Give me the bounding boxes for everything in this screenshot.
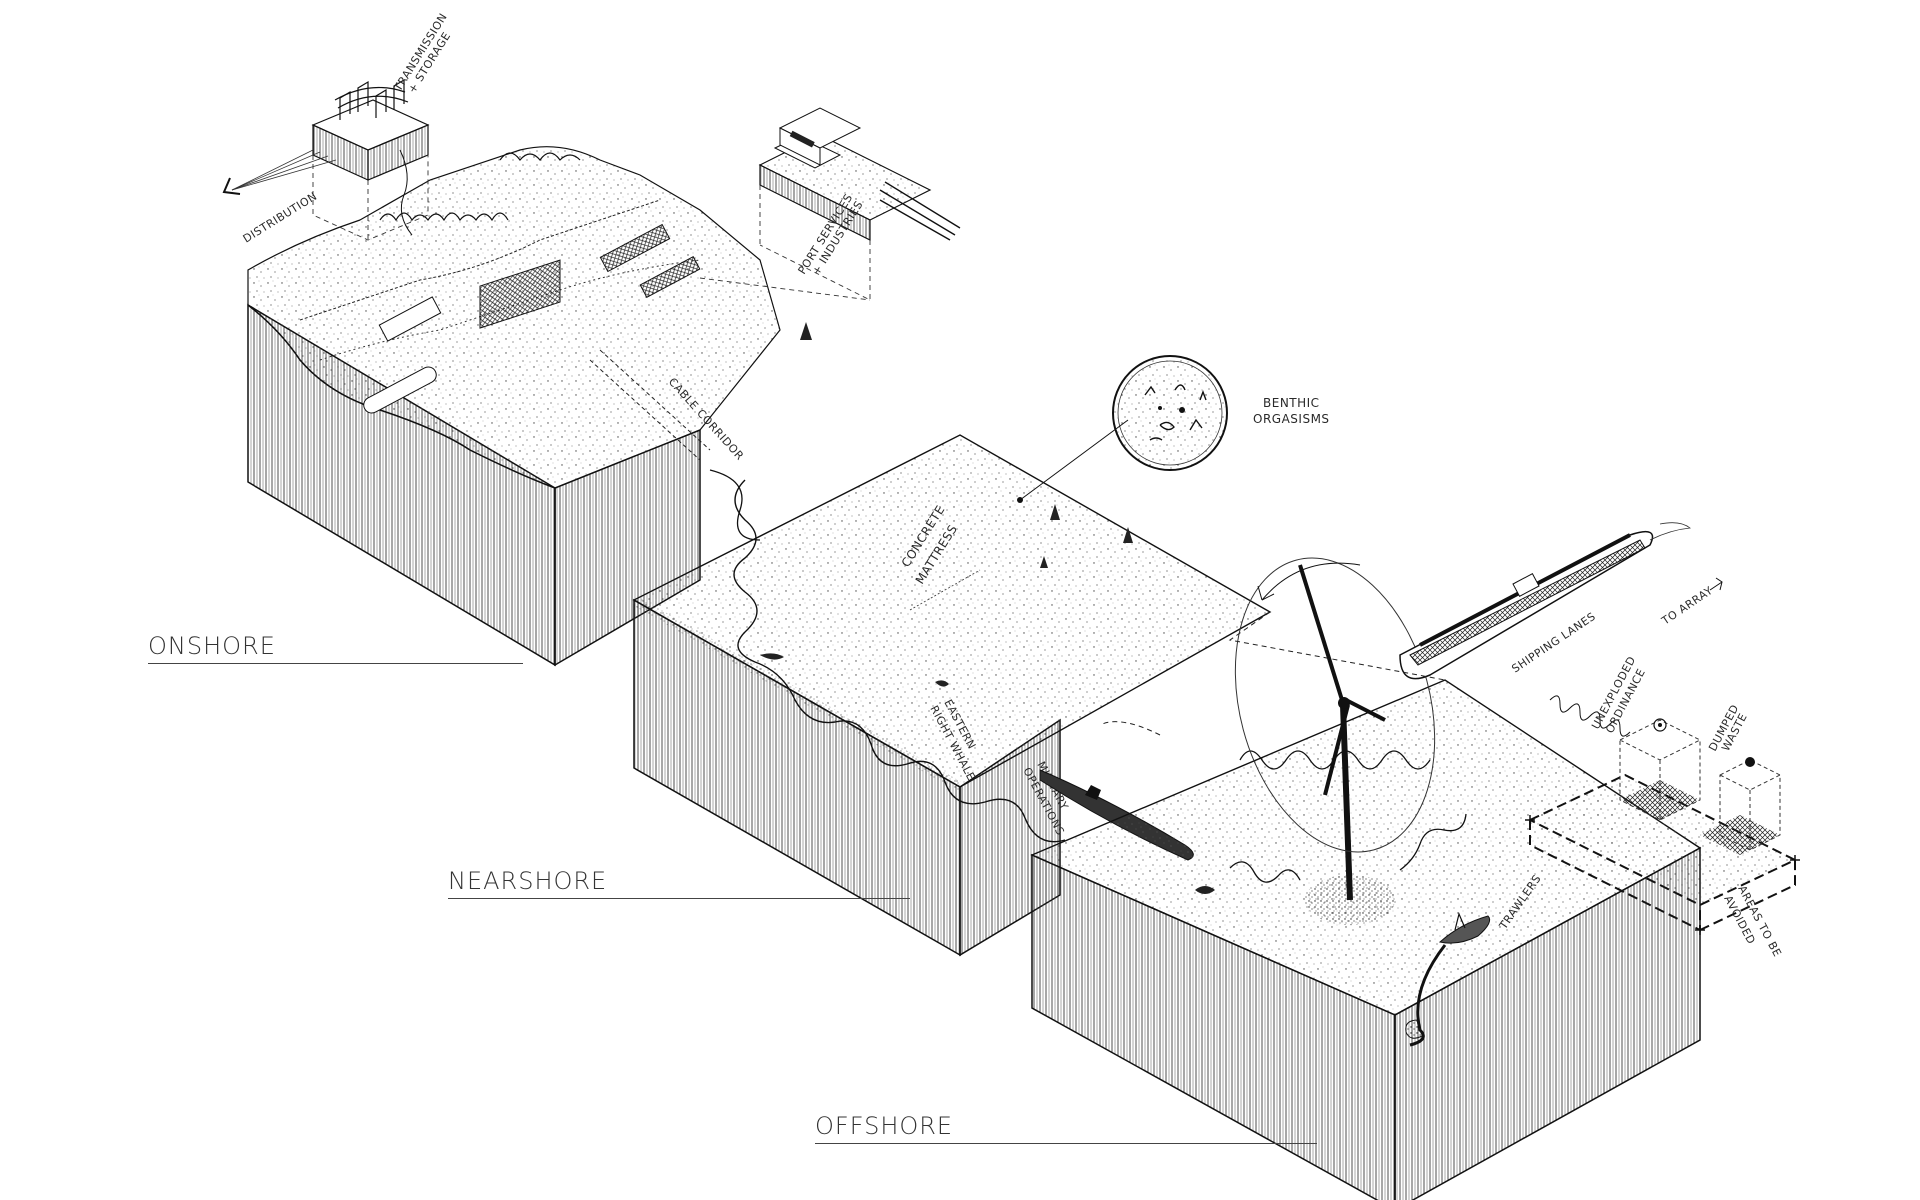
trawler-vessel <box>1438 915 1491 944</box>
nearshore-label: NEARSHORE <box>448 867 608 895</box>
onshore-label: ONSHORE <box>148 632 276 660</box>
offshore-label: OFFSHORE <box>815 1112 954 1140</box>
turbine-tower <box>1340 704 1353 901</box>
benthic-organisms-inset: BENTHIC ORGASISMS <box>1017 355 1330 503</box>
offshore-block: TRAWLERS <box>1030 557 1702 1200</box>
to-array-label: TO ARRAY <box>1659 584 1716 628</box>
onshore-rule <box>148 663 523 664</box>
benthic-label-line1: BENTHIC <box>1263 396 1320 410</box>
offshore-rule <box>815 1143 1317 1144</box>
nearshore-rule <box>448 898 910 899</box>
onshore-block: CABLE CORRIDOR <box>247 146 812 667</box>
distribution-label: DISTRIBUTION <box>241 190 320 246</box>
benthic-label-line2: ORGASISMS <box>1253 412 1330 426</box>
